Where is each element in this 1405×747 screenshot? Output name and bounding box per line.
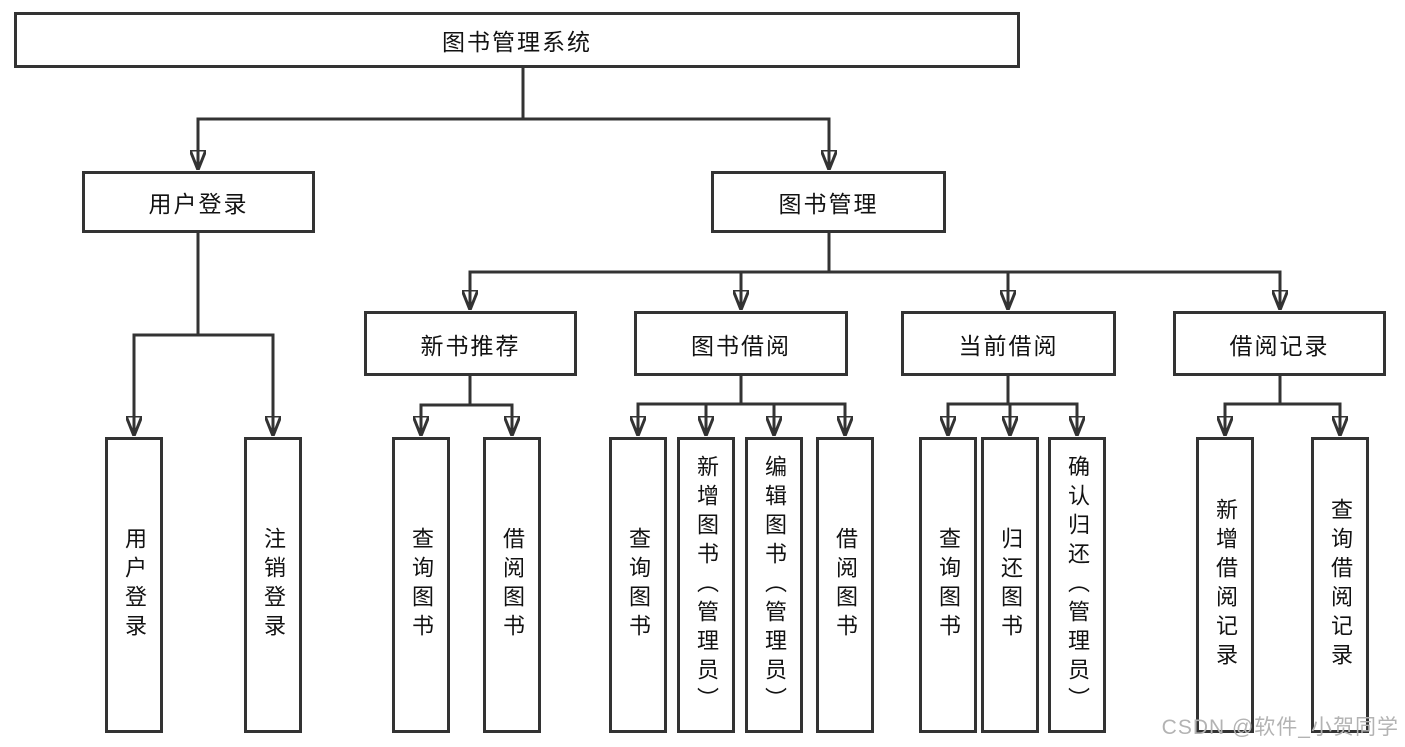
node-label: 借阅记录: [1229, 332, 1330, 359]
leaf-label: 归还图书: [998, 527, 1023, 643]
node-current-borrowing: 当前借阅: [901, 311, 1116, 376]
node-label: 图书管理: [778, 191, 879, 217]
node-borrowing-records: 借阅记录: [1173, 311, 1386, 376]
node-label: 新书推荐: [420, 332, 521, 359]
node-label: 图书管理系统: [442, 29, 592, 55]
csdn-watermark: CSDN @软件_小贺同学: [1161, 716, 1399, 739]
node-new-book-recommend: 新书推荐: [364, 311, 577, 376]
leaf-label: 查询图书: [936, 527, 961, 643]
leaf-label: 查询图书: [626, 527, 651, 643]
leaf-label: 新增图书（管理员）: [694, 454, 719, 716]
node-user-login: 用户登录: [82, 171, 315, 233]
leaf-query-books-current: 查询图书: [919, 437, 977, 733]
leaf-query-borrow-record: 查询借阅记录: [1311, 437, 1369, 733]
leaf-label: 借阅图书: [833, 527, 858, 643]
leaf-query-books-borrowing: 查询图书: [609, 437, 667, 733]
leaf-label: 用户登录: [122, 527, 147, 643]
leaf-logout: 注销登录: [244, 437, 302, 733]
leaf-label: 注销登录: [261, 527, 286, 643]
leaf-label: 借阅图书: [500, 527, 525, 643]
node-label: 图书借阅: [691, 332, 791, 359]
leaf-label: 新增借阅记录: [1213, 498, 1238, 672]
leaf-confirm-return-admin: 确认归还（管理员）: [1048, 437, 1106, 733]
leaf-borrow-books-newbooks: 借阅图书: [483, 437, 541, 733]
node-label: 当前借阅: [958, 332, 1059, 359]
node-library-management-system: 图书管理系统: [14, 12, 1020, 68]
leaf-label: 确认归还（管理员）: [1065, 454, 1090, 716]
leaf-label: 查询图书: [409, 527, 434, 643]
leaf-add-book-admin: 新增图书（管理员）: [677, 437, 735, 733]
node-label: 用户登录: [148, 191, 249, 217]
leaf-user-login: 用户登录: [105, 437, 163, 733]
leaf-borrow-books-borrowing: 借阅图书: [816, 437, 874, 733]
leaf-add-borrow-record: 新增借阅记录: [1196, 437, 1254, 733]
leaf-edit-book-admin: 编辑图书（管理员）: [745, 437, 803, 733]
leaf-return-book: 归还图书: [981, 437, 1039, 733]
node-book-management: 图书管理: [711, 171, 946, 233]
leaf-label: 编辑图书（管理员）: [762, 454, 787, 716]
leaf-query-books-newbooks: 查询图书: [392, 437, 450, 733]
leaf-label: 查询借阅记录: [1328, 498, 1353, 672]
node-book-borrowing: 图书借阅: [634, 311, 848, 376]
